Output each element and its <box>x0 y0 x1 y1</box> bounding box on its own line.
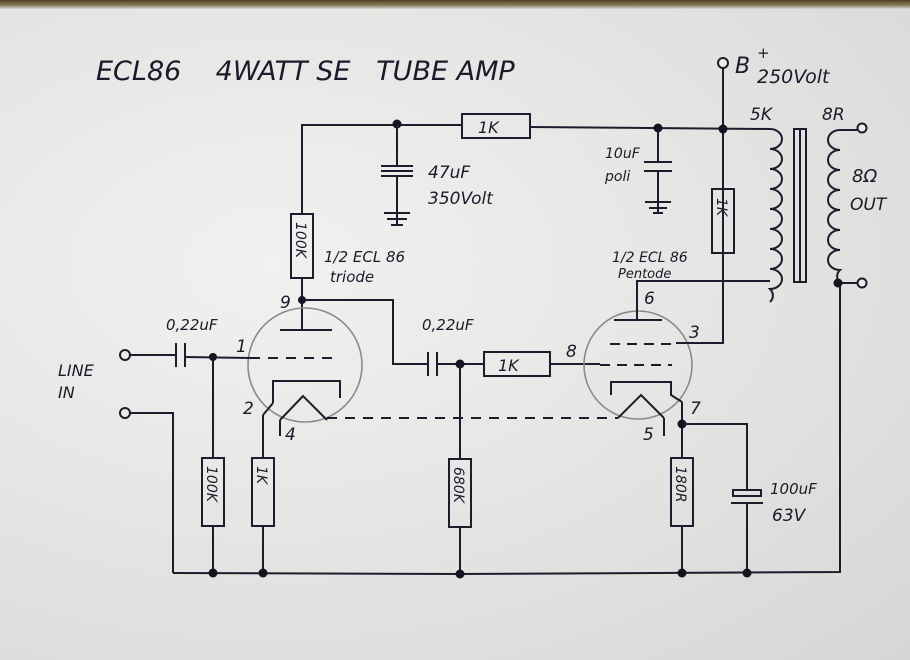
junction <box>208 568 218 578</box>
capacitor-bypass-value: 100uF <box>770 480 817 498</box>
pin-1: 1 <box>236 337 247 357</box>
bplus-label: B <box>735 54 750 79</box>
triode-cathode <box>272 380 341 403</box>
resistor-screen <box>711 188 735 254</box>
schematic-title: ECL86 4WATT SE TUBE AMP <box>96 56 515 87</box>
capacitor-10uf-value: 10uF <box>605 146 641 162</box>
pentode-label-2: Pentode <box>618 267 671 282</box>
triode-heater <box>279 394 328 421</box>
junction <box>455 569 465 579</box>
pentode-heater <box>617 393 665 419</box>
wire <box>262 402 274 416</box>
speaker-terminal-minus <box>856 277 868 289</box>
resistor-grid-stopper-value: 1K <box>498 356 520 375</box>
resistor-screen-value: 1K <box>713 198 729 218</box>
pin-9: 9 <box>280 293 291 313</box>
bplus-terminal <box>717 57 729 69</box>
pin-5: 5 <box>643 425 654 445</box>
junction <box>833 278 843 288</box>
pentode-label: 1/2 ECL 86 <box>612 250 688 266</box>
pin-8: 8 <box>566 342 577 362</box>
capacitor-bypass-voltage: 63V <box>772 506 807 526</box>
wire <box>682 423 748 490</box>
capacitor-47uf-value: 47uF <box>428 163 470 183</box>
resistor-pentode-grid-value: 680K <box>450 467 466 505</box>
wire <box>184 356 251 359</box>
transformer-primary-winding <box>767 128 783 303</box>
junction <box>258 568 268 578</box>
resistor-input-grid-value: 100K <box>203 466 219 504</box>
transformer-secondary-label: 8R <box>822 105 845 125</box>
triode-label: 1/2 ECL 86 <box>324 248 405 266</box>
resistor-supply-value: 1K <box>478 118 500 137</box>
resistor-supply <box>461 113 531 139</box>
line-in-ground-terminal <box>119 407 131 419</box>
pin-3: 3 <box>689 323 700 343</box>
line-in-terminal <box>119 349 131 361</box>
paper-edge <box>0 0 910 9</box>
pin-7: 7 <box>690 399 701 419</box>
speaker-terminal-plus <box>856 122 868 134</box>
capacitor-10uf-type: poli <box>604 169 630 185</box>
bplus-sup: + <box>757 44 770 62</box>
resistor-anode-triode-value: 100K <box>292 222 308 260</box>
capacitor-input-value: 0,22uF <box>166 316 218 334</box>
transformer-primary-label: 5K <box>750 105 774 125</box>
resistor-triode-cathode-value: 1K <box>253 466 269 486</box>
pentode-anode-wire <box>636 280 770 320</box>
ground-rail <box>172 283 841 576</box>
output-label: 8Ω <box>852 166 877 187</box>
output-label-2: OUT <box>850 195 888 215</box>
ground-input-wire <box>130 412 174 573</box>
pin-4: 4 <box>285 425 296 445</box>
line-in-label-2: IN <box>58 383 75 402</box>
resistor-pentode-cathode-value: 180R <box>672 466 688 502</box>
bplus-voltage: 250Volt <box>757 66 831 88</box>
triode-envelope <box>247 307 363 423</box>
pin-6: 6 <box>644 289 655 309</box>
anode-coupling-wire <box>302 299 428 365</box>
capacitor-47uf-voltage: 350Volt <box>428 189 494 209</box>
screen-wire <box>676 233 724 344</box>
transformer-secondary-winding <box>827 129 843 284</box>
junction <box>677 568 687 578</box>
pentode-cathode <box>610 381 683 403</box>
line-in-label: LINE <box>58 361 95 380</box>
rail-left <box>301 124 462 215</box>
pin-2: 2 <box>243 399 254 419</box>
capacitor-coupling-value: 0,22uF <box>422 316 474 334</box>
junction <box>742 568 752 578</box>
rail-right <box>529 126 771 130</box>
junction <box>718 124 728 134</box>
capacitor-bypass-plate <box>732 489 762 497</box>
triode-label-2: triode <box>330 268 374 286</box>
